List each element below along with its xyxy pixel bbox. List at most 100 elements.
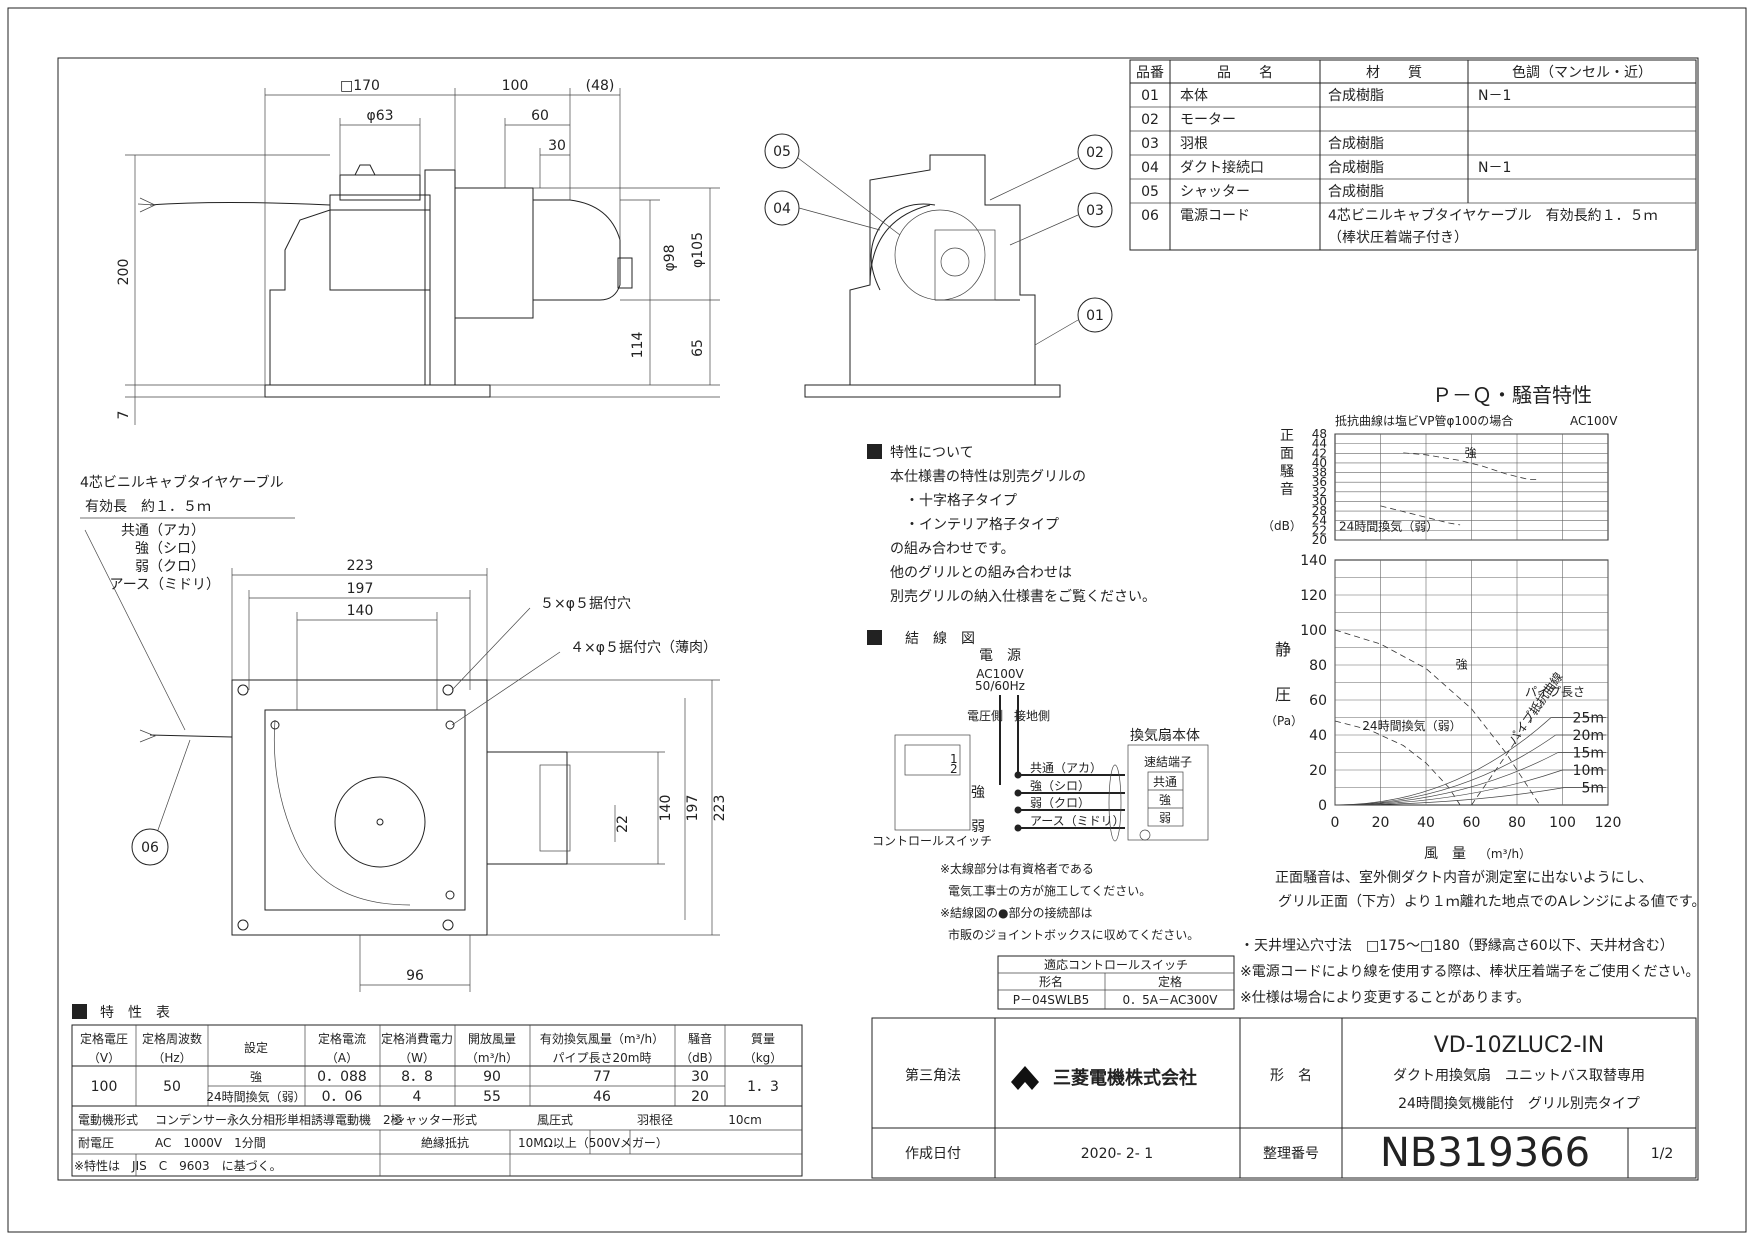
pq-ytick: 20 <box>1309 763 1327 779</box>
wiring-hz: 50/60Hz <box>975 679 1025 693</box>
noise-ytick: 42 <box>1312 446 1327 460</box>
noise-ytick: 30 <box>1312 494 1327 508</box>
spec-h-voltage: 定格電圧 <box>80 1031 128 1046</box>
spec-h-setting: 設定 <box>244 1040 268 1055</box>
switch-weak: 弱 <box>971 819 985 835</box>
spec-table: 特 性 表 定格電圧 定格周波数 設定 定格電流 定格消費電力 開放風量 有効換… <box>71 1004 803 1177</box>
terminal-label: 速結端子 <box>1144 755 1192 769</box>
inner-frame <box>57 57 1699 1181</box>
parts-header-name: 品 名 <box>1217 65 1273 81</box>
term-weak: 弱 <box>1159 811 1171 825</box>
grille-frame <box>231 679 488 936</box>
wiring-remark-2: 電気工事士の方が施工してください。 <box>948 883 1151 898</box>
dim-140-h: 140 <box>347 603 374 619</box>
noise-ytick: 40 <box>1312 456 1327 470</box>
spec-h-current: 定格電流 <box>318 1031 366 1046</box>
base-plate <box>264 384 491 398</box>
dim-48: (48) <box>586 78 615 94</box>
body-outline <box>269 209 431 385</box>
spec-h-airflow: 開放風量 <box>468 1031 516 1046</box>
motor-cap <box>339 174 421 201</box>
bottom-view: 223 197 140 223 197 140 22 96 4芯ビニルキャブタイ… <box>80 474 728 992</box>
pq-ytick: 40 <box>1309 728 1327 744</box>
parts-row6-note: （棒状圧着端子付き） <box>1328 230 1468 246</box>
spec-r1-power: 8．8 <box>401 1069 433 1085</box>
spec-r1-effective: 77 <box>593 1069 611 1085</box>
pq-series-strong <box>1334 629 1541 806</box>
spec-u-noise: （dB） <box>680 1051 720 1065</box>
noise-ylabel-1: 正 <box>1280 428 1294 444</box>
spec-r1-setting: 強 <box>250 1070 262 1084</box>
spec-r2-effective: 46 <box>593 1089 611 1105</box>
pq-ytick: 140 <box>1300 553 1327 569</box>
pq-xtick: 120 <box>1595 815 1622 831</box>
motor-housing <box>329 194 431 291</box>
noise-ytick: 38 <box>1312 466 1327 480</box>
parts-row2-name: モーター <box>1180 112 1236 128</box>
spec-weight: 1．3 <box>747 1079 779 1095</box>
noise-ylabel-unit: （dB） <box>1262 519 1302 533</box>
dim-phi105: φ105 <box>690 232 706 268</box>
pq-xtick: 80 <box>1508 815 1526 831</box>
wire-common: 共通（アカ） <box>121 523 205 539</box>
company-logo <box>1011 1066 1039 1090</box>
spec-h-weight: 質量 <box>751 1031 775 1046</box>
dim-114: 114 <box>630 332 646 359</box>
spec-insulation-value: 10MΩ以上（500Vメガー） <box>518 1136 668 1150</box>
noise-series-strong <box>1403 452 1540 480</box>
control-switch-box <box>894 734 971 831</box>
wiring-ac: AC100V <box>976 667 1024 681</box>
dim-65: 65 <box>690 339 706 357</box>
pq-series-weak <box>1334 720 1461 806</box>
parts-row1-no: 01 <box>1141 88 1159 104</box>
duct-adapter <box>454 187 534 319</box>
tag-05: 05 <box>773 144 791 160</box>
term-strong: 強 <box>1159 793 1171 807</box>
cable-label-1: 4芯ビニルキャブタイヤケーブル <box>80 474 284 491</box>
parts-row3-name: 羽根 <box>1180 136 1208 152</box>
spec-r1-noise: 30 <box>691 1069 709 1085</box>
parts-row3-no: 03 <box>1141 136 1159 152</box>
spec-r2-airflow: 55 <box>483 1089 501 1105</box>
motor-circle <box>334 776 426 868</box>
chart-note: 抵抗曲線は塩ビVP管φ100の場合 <box>1335 413 1513 428</box>
wiring-remark-4: 市販のジョイントボックスに収めてください。 <box>948 927 1199 942</box>
dim-170: □170 <box>340 78 380 94</box>
spec-voltage: 100 <box>91 1079 118 1095</box>
tag-02: 02 <box>1086 145 1104 161</box>
pq-series-label-weak: 24時間換気（弱） <box>1362 718 1461 733</box>
switch-strong: 強 <box>971 785 985 801</box>
pq-xtick: 40 <box>1417 815 1435 831</box>
wiring-wire-strong: 強（シロ） <box>1030 779 1090 793</box>
outer-frame <box>7 7 1747 1233</box>
duct-bottom <box>486 751 568 865</box>
noise-ytick: 24 <box>1312 514 1327 528</box>
pq-pipe-label: パイプ長さ <box>1525 685 1585 699</box>
pq-ylabel-unit: （Pa） <box>1265 714 1303 728</box>
parts-row6-no: 06 <box>1141 208 1159 224</box>
section-motor <box>934 229 996 301</box>
noise-ytick: 22 <box>1312 523 1327 537</box>
tag-01-circle <box>1077 297 1113 333</box>
dim-197-v: 197 <box>685 795 701 822</box>
pq-ytick: 80 <box>1309 658 1327 674</box>
noise-ytick: 32 <box>1312 485 1327 499</box>
tag-03-circle <box>1077 192 1113 228</box>
dim-200: 200 <box>116 259 132 286</box>
pq-xtick: 20 <box>1372 815 1390 831</box>
wiring-ground-side: 接地側 <box>1014 708 1050 723</box>
parts-header-no: 品番 <box>1136 65 1164 81</box>
general-notes: ・天井埋込穴寸法 □175～□180（野縁高さ60以下、天井材含む） ※電源コー… <box>1240 937 1699 1006</box>
date-label: 作成日付 <box>905 1146 961 1162</box>
switch-no-2: 2 <box>950 762 958 776</box>
spec-blade-label: 羽根径 <box>637 1113 673 1127</box>
spec-h-freq: 定格周波数 <box>142 1031 202 1046</box>
dim-140-v: 140 <box>658 795 674 822</box>
spec-h-power: 定格消費電力 <box>381 1031 453 1046</box>
parts-row2-no: 02 <box>1141 112 1159 128</box>
pq-ytick: 120 <box>1300 588 1327 604</box>
parts-row4-material: 合成樹脂 <box>1328 160 1384 176</box>
wire-weak: 弱（クロ） <box>135 559 205 575</box>
pq-pipe-label-20m: 20m <box>1573 728 1604 744</box>
